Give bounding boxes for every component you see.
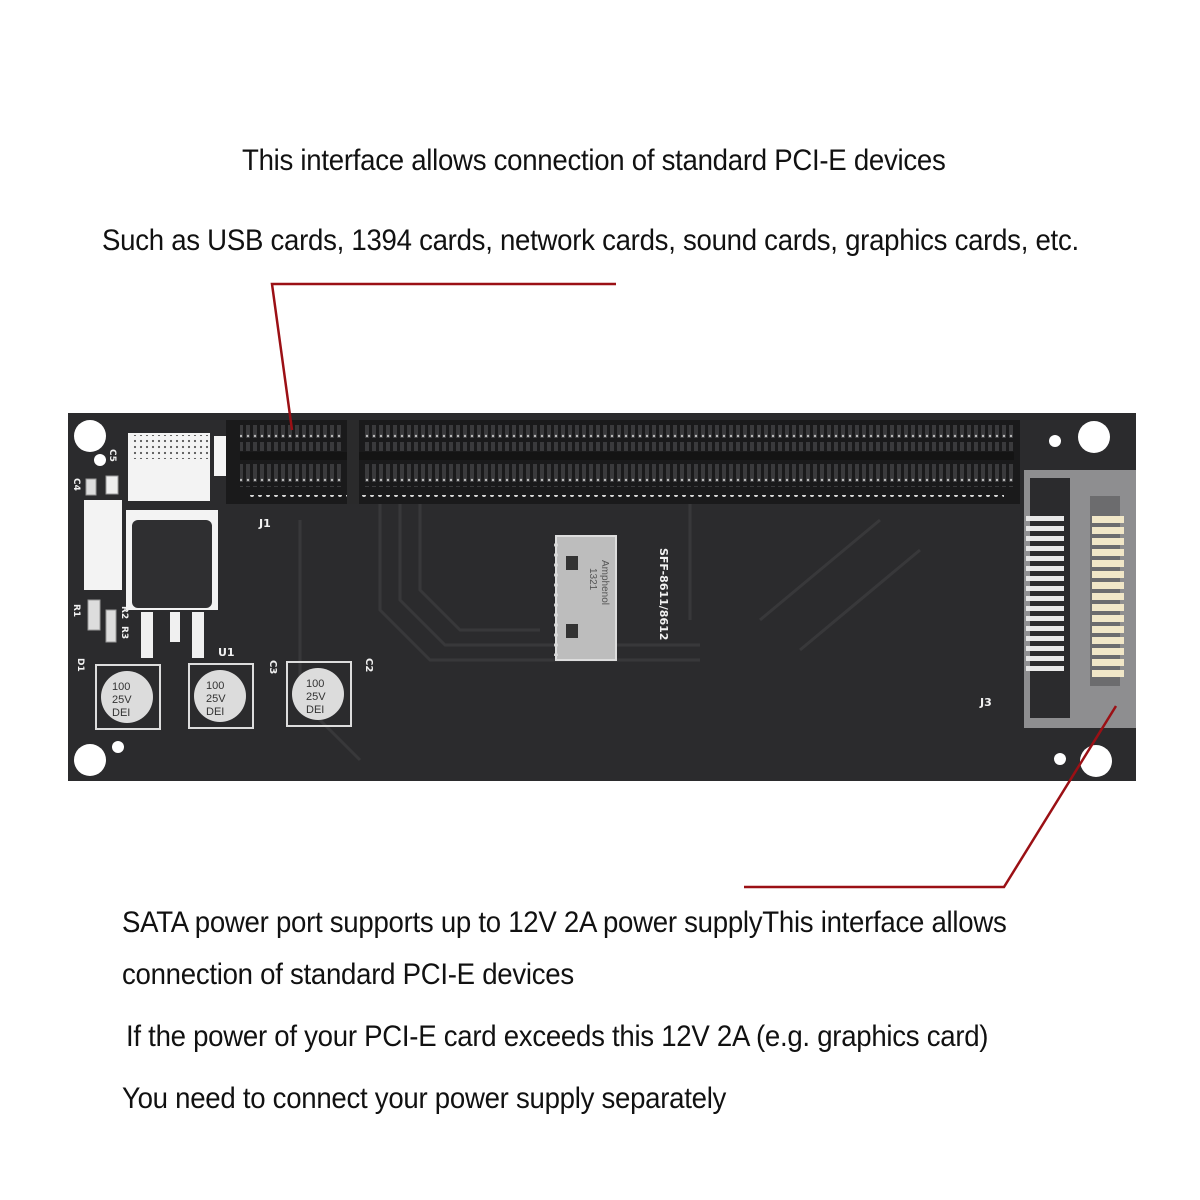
- annotation-sata-power-line2: connection of standard PCI-E devices: [122, 958, 574, 991]
- svg-text:100: 100: [206, 680, 224, 692]
- annotation-separate-power: You need to connect your power supply se…: [122, 1082, 727, 1115]
- capacitor-1: 100 25V DEI: [95, 664, 161, 730]
- svg-text:100: 100: [306, 678, 324, 690]
- svg-text:25V: 25V: [306, 691, 326, 703]
- svg-text:25V: 25V: [206, 693, 226, 705]
- sata-power-port: J3: [979, 470, 1136, 728]
- pcie-x16-slot: J1: [214, 420, 1020, 530]
- capacitor-2: 100 25V DEI: [188, 663, 254, 729]
- label-j1: J1: [258, 517, 271, 530]
- svg-text:R3: R3: [119, 626, 129, 639]
- leader-lines: [270, 282, 1118, 889]
- svg-text:C3: C3: [267, 660, 278, 674]
- svg-text:R1: R1: [71, 604, 81, 617]
- svg-text:DEI: DEI: [306, 704, 324, 716]
- svg-text:C2: C2: [363, 658, 374, 672]
- capacitors: 100 25V DEI 100 25V DEI 100 25V DEI C3 C…: [95, 658, 374, 730]
- annotation-pcie-interface: This interface allows connection of stan…: [242, 144, 946, 177]
- svg-text:DEI: DEI: [112, 707, 130, 719]
- svg-text:C5: C5: [107, 449, 117, 462]
- svg-text:D1: D1: [75, 658, 85, 672]
- label-sff: SFF-8611/8612: [657, 548, 670, 640]
- svg-text:25V: 25V: [112, 694, 132, 706]
- svg-text:R2: R2: [119, 606, 129, 619]
- leader-line-sata: [744, 705, 1118, 889]
- power-components: C5 C4 R1 R2 R3 D1 U1: [71, 433, 235, 672]
- annotation-supported-cards: Such as USB cards, 1394 cards, network c…: [102, 224, 1079, 257]
- annotation-power-warning: If the power of your PCI-E card exceeds …: [126, 1020, 989, 1053]
- svg-text:DEI: DEI: [206, 706, 224, 718]
- annotation-sata-power-line1: SATA power port supports up to 12V 2A po…: [122, 906, 1007, 939]
- svg-text:Amphenol: Amphenol: [599, 560, 610, 605]
- capacitor-3: 100 25V DEI: [286, 661, 352, 727]
- sff-8611-connector: 1321 Amphenol SFF-8611/8612: [553, 535, 670, 661]
- label-u1: U1: [218, 646, 235, 659]
- svg-text:C4: C4: [71, 478, 81, 491]
- svg-text:1321: 1321: [587, 568, 598, 591]
- svg-text:100: 100: [112, 681, 130, 693]
- label-j3: J3: [979, 696, 992, 709]
- leader-line-pcie: [270, 282, 616, 431]
